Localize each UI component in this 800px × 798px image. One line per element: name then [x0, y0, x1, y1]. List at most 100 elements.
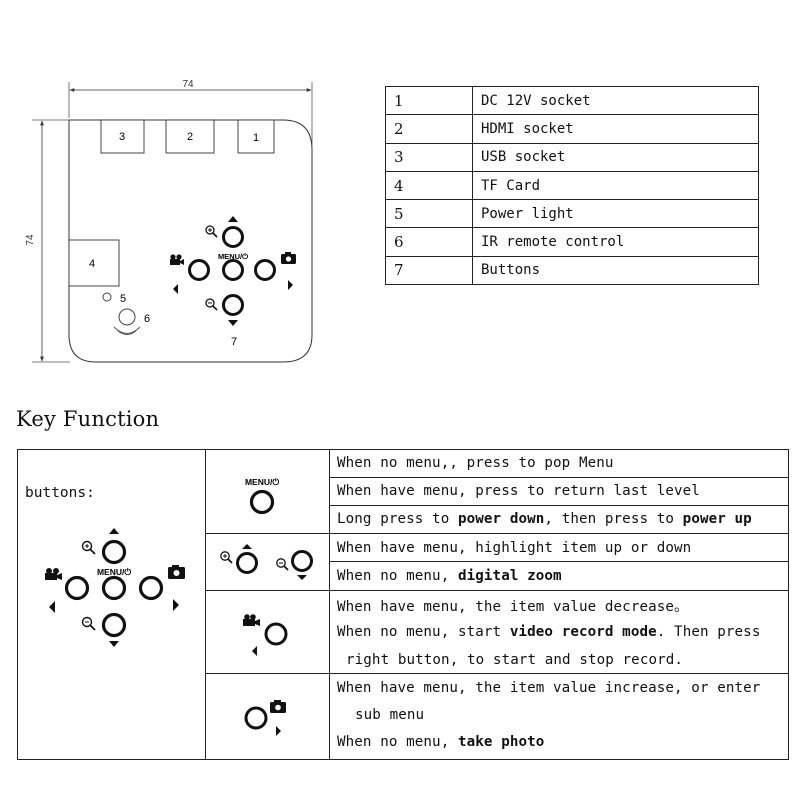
zoom-keys-illustration	[220, 544, 313, 580]
video-camera-icon	[45, 568, 62, 580]
part-number: 5	[385, 199, 473, 229]
tf-card-slot	[68, 239, 120, 287]
hdmi-port	[165, 119, 215, 154]
zoom-out-button[interactable]	[291, 550, 313, 572]
height-dimension: 74	[25, 119, 70, 363]
key-function-title: Key Function	[16, 407, 160, 431]
button-cluster: MENU/⏻	[170, 216, 296, 326]
left-desc-1: When have menu, the item value decrease。	[337, 599, 689, 615]
buttons-label: 7	[231, 336, 237, 348]
part-name: IR remote control	[472, 227, 759, 257]
left-button[interactable]	[264, 622, 288, 646]
part-number: 2	[385, 114, 473, 144]
left-arrow-icon	[49, 601, 55, 613]
left-arrow-icon	[173, 284, 178, 294]
right-button[interactable]	[138, 575, 164, 601]
video-camera-icon	[243, 614, 260, 626]
power-light-label: 5	[120, 293, 126, 305]
part-name: DC 12V socket	[472, 85, 759, 116]
right-button[interactable]	[244, 706, 268, 730]
menu-key-illustration: MENU/⏻	[245, 477, 280, 515]
right-desc-3: When no menu, take photo	[337, 734, 545, 750]
buttons-heading: buttons:	[25, 485, 95, 501]
photo-camera-icon	[270, 700, 286, 713]
up-arrow-icon	[109, 528, 119, 534]
usb-port-label: 3	[119, 131, 125, 143]
hdmi-port-label: 2	[187, 131, 193, 143]
part-name: HDMI socket	[472, 114, 759, 144]
usb-port	[100, 119, 145, 154]
down-arrow-icon	[109, 641, 119, 647]
menu-desc-1: When no menu,, press to pop Menu	[337, 455, 614, 471]
zoom-in-icon	[81, 540, 96, 555]
right-arrow-icon	[173, 599, 179, 611]
part-number: 4	[385, 170, 473, 201]
right-desc-1: When have menu, the item value increase,…	[337, 680, 761, 696]
right-key-illustration	[244, 700, 286, 736]
tf-card-label: 4	[89, 258, 95, 270]
right-arrow-icon	[288, 280, 293, 290]
part-name: USB socket	[472, 142, 759, 172]
down-arrow-icon	[228, 320, 238, 326]
menu-label: MENU/⏻	[97, 567, 132, 577]
buttons-cluster-illustration: MENU/⏻	[45, 528, 185, 647]
zoom-desc-1: When have menu, highlight item up or dow…	[337, 540, 692, 556]
part-number: 6	[385, 227, 473, 257]
part-name: Buttons	[472, 255, 759, 286]
right-arrow-icon	[276, 726, 281, 736]
width-dimension: 74	[68, 79, 313, 145]
left-desc-3: right button, to start and stop record.	[346, 652, 684, 668]
menu-button[interactable]	[101, 575, 127, 601]
menu-button[interactable]	[249, 489, 275, 515]
part-number: 7	[385, 255, 473, 286]
right-button[interactable]	[254, 259, 276, 281]
left-button[interactable]	[188, 259, 210, 281]
menu-label: MENU/⏻	[218, 252, 249, 261]
dc-port-label: 1	[253, 132, 259, 144]
left-desc-2: When no menu, start video record mode. T…	[337, 624, 761, 640]
device-diagram: 74 74 3 2 1 4 5 6 MENU/⏻	[25, 79, 313, 363]
zoom-out-button[interactable]	[101, 612, 127, 638]
part-number: 1	[385, 85, 473, 116]
up-arrow-icon	[228, 216, 238, 222]
width-dimension-label: 74	[182, 79, 194, 90]
zoom-in-button[interactable]	[222, 226, 244, 248]
zoom-in-icon	[220, 551, 233, 564]
zoom-in-button[interactable]	[236, 552, 258, 574]
menu-button[interactable]	[222, 259, 244, 281]
height-dimension-label: 74	[25, 234, 36, 246]
zoom-desc-2: When no menu, digital zoom	[337, 568, 562, 584]
part-name: TF Card	[472, 170, 759, 201]
video-camera-icon	[170, 254, 184, 265]
up-arrow-icon	[242, 544, 252, 549]
zoom-out-icon	[276, 558, 289, 571]
zoom-in-button[interactable]	[101, 539, 127, 565]
menu-desc-2: When have menu, press to return last lev…	[337, 483, 700, 499]
zoom-out-icon	[81, 616, 96, 631]
left-key-illustration	[243, 614, 288, 656]
menu-desc-3: Long press to power down, then press to …	[337, 511, 752, 527]
zoom-out-icon	[205, 298, 218, 311]
left-arrow-icon	[252, 646, 257, 656]
part-name: Power light	[472, 199, 759, 229]
key-function-table: buttons: MENU/⏻	[17, 449, 789, 760]
photo-camera-icon	[168, 565, 185, 579]
right-desc-2: sub menu	[355, 707, 425, 723]
menu-label: MENU/⏻	[245, 477, 280, 487]
device-body	[68, 119, 313, 363]
ir-receiver-icon	[113, 308, 141, 335]
ir-receiver-label: 6	[144, 313, 150, 325]
left-button[interactable]	[64, 575, 90, 601]
zoom-in-icon	[205, 225, 218, 238]
zoom-out-button[interactable]	[222, 294, 244, 316]
down-arrow-icon	[297, 575, 307, 580]
part-number: 3	[385, 142, 473, 172]
